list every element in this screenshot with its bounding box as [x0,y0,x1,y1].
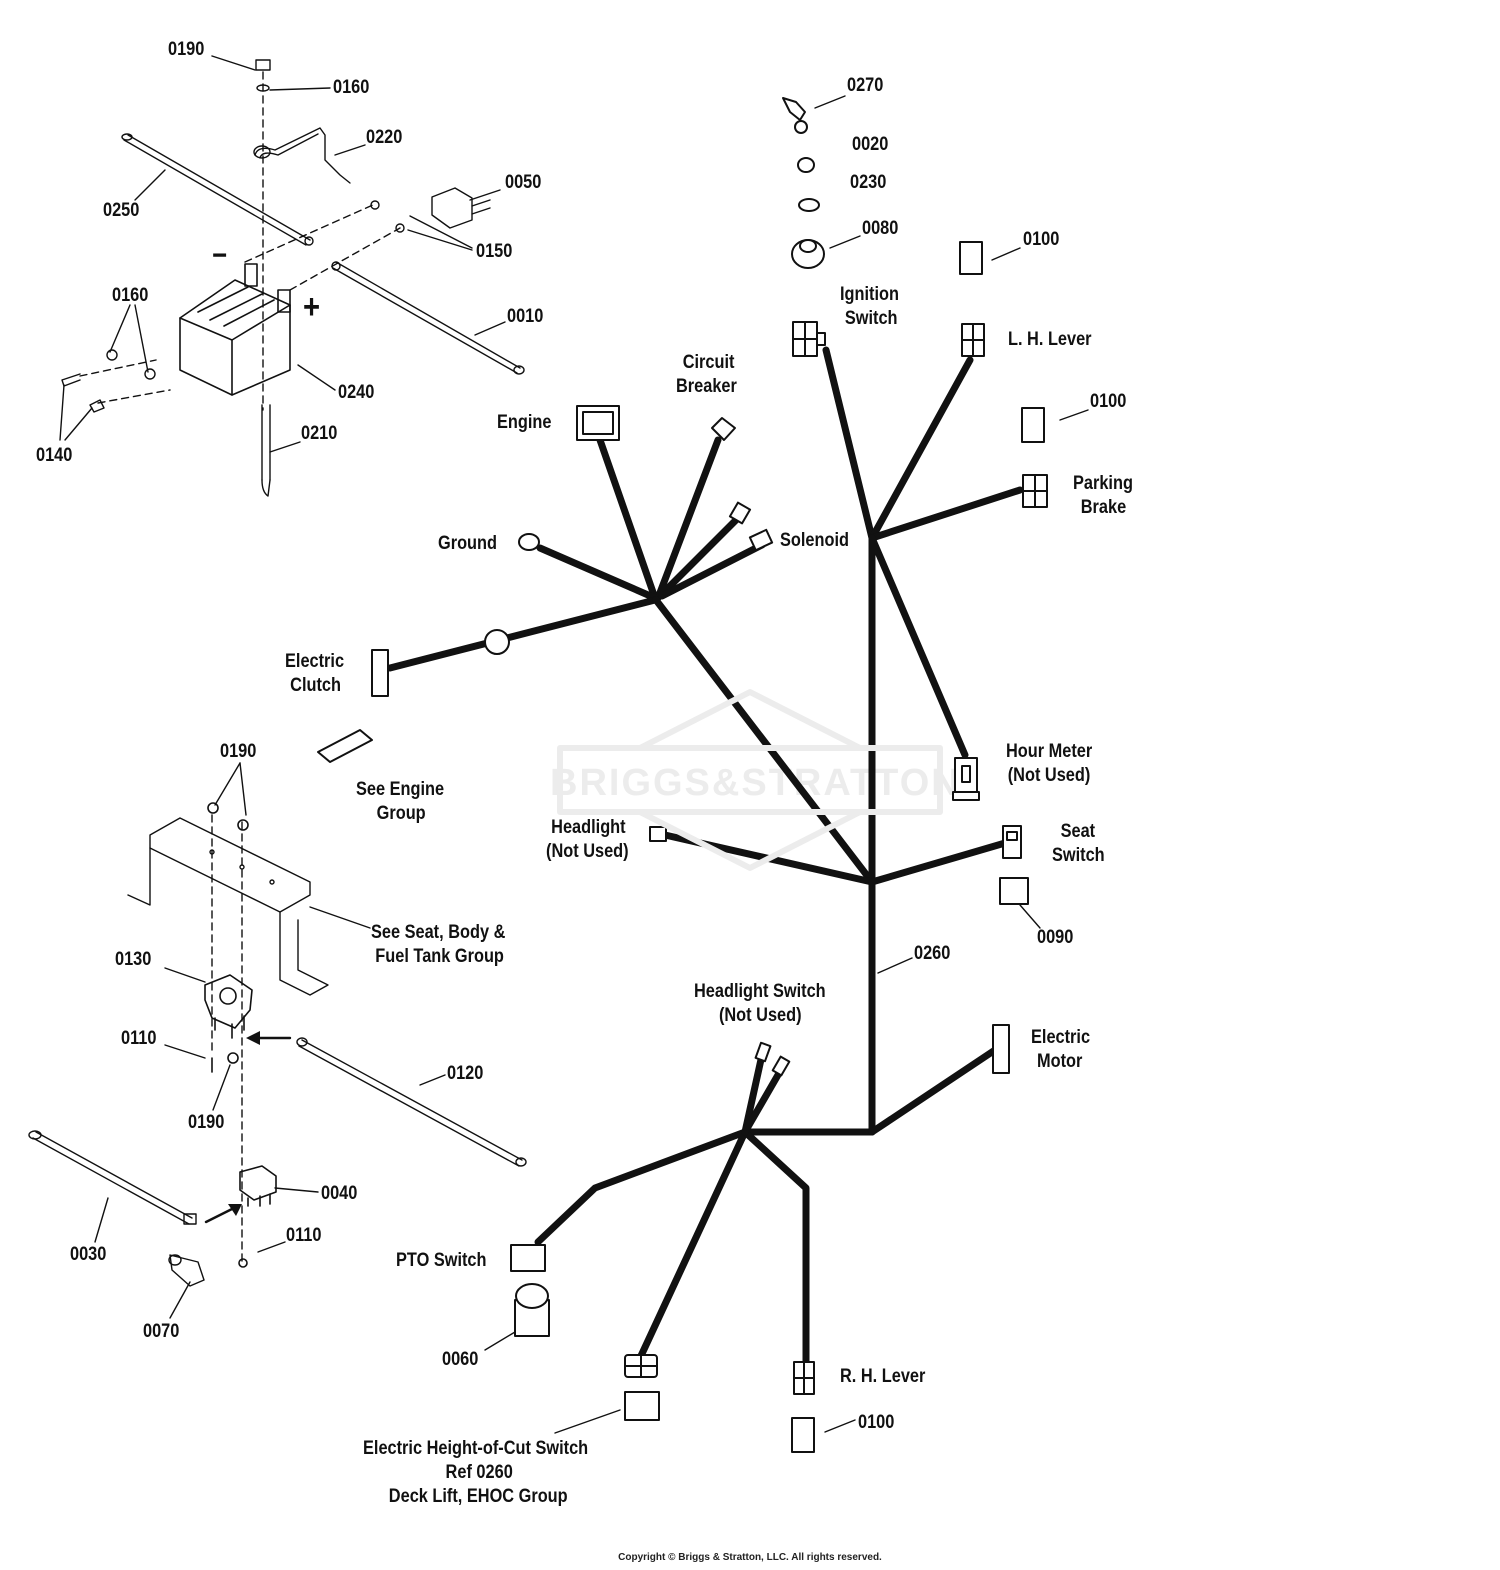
part-label-0230: 0230 [850,172,887,193]
cables [28,59,527,1287]
label-ground: Ground [438,533,498,554]
battery-positive-symbol: + [303,288,321,326]
part-label-0110-b: 0110 [286,1225,322,1246]
part-label-0120: 0120 [447,1063,484,1084]
assembly-lines [79,71,401,1266]
part-label-0050: 0050 [505,172,542,193]
part-label-0040: 0040 [321,1183,358,1204]
part-label-0140: 0140 [36,445,73,466]
label-lh-lever: L. H. Lever [1008,329,1092,350]
label-ehoc: Electric Height-of-Cut Switch Ref 0260 D… [363,1438,589,1507]
part-label-0260: 0260 [914,943,951,964]
part-label-0110-a: 0110 [121,1028,157,1049]
part-label-0250: 0250 [103,200,140,221]
part-label-0270: 0270 [847,75,884,96]
connector-shapes [317,97,1048,1453]
part-label-0190: 0190 [168,39,205,60]
part-label-0160-left: 0160 [112,285,149,306]
label-rh-lever: R. H. Lever [840,1366,926,1387]
part-label-0090: 0090 [1037,927,1074,948]
wiring-harness [386,346,1024,1369]
relay-0040 [238,1165,277,1268]
battery-0240 [179,263,291,396]
part-label-0100-c: 0100 [858,1412,895,1433]
part-label-0150: 0150 [476,241,513,262]
part-label-0100-b: 0100 [1090,391,1127,412]
part-label-0220: 0220 [366,127,403,148]
label-headlight: Headlight(Not Used) [546,817,629,862]
part-label-0060: 0060 [442,1349,479,1370]
watermark: BRIGGS&STRATTON [550,762,961,804]
battery-negative-symbol: − [212,239,228,272]
label-headlight-switch: Headlight Switch(Not Used) [694,981,826,1026]
label-see-seat-body: See Seat, Body &Fuel Tank Group [371,922,506,967]
leader-lines [59,55,1089,1434]
watermark-outline [557,689,943,871]
copyright-notice: Copyright © Briggs & Stratton, LLC. All … [618,1552,882,1563]
solenoid-0130 [204,802,253,1073]
part-label-0070: 0070 [143,1321,180,1342]
part-label-0190-low: 0190 [188,1112,225,1133]
part-label-0010: 0010 [507,306,544,327]
part-label-0030: 0030 [70,1244,107,1265]
part-label-0210: 0210 [301,423,338,444]
part-label-0190-mid: 0190 [220,741,257,762]
part-label-0080: 0080 [862,218,899,239]
seat-bracket [127,817,329,996]
part-label-0240: 0240 [338,382,375,403]
part-label-0130: 0130 [115,949,152,970]
part-label-0020: 0020 [852,134,889,155]
part-label-0100-a: 0100 [1023,229,1060,250]
label-pto-switch: PTO Switch [396,1250,487,1271]
part-label-0160: 0160 [333,77,370,98]
label-engine: Engine [497,412,552,433]
label-solenoid: Solenoid [780,530,850,551]
label-hour-meter: Hour Meter(Not Used) [1006,741,1093,786]
